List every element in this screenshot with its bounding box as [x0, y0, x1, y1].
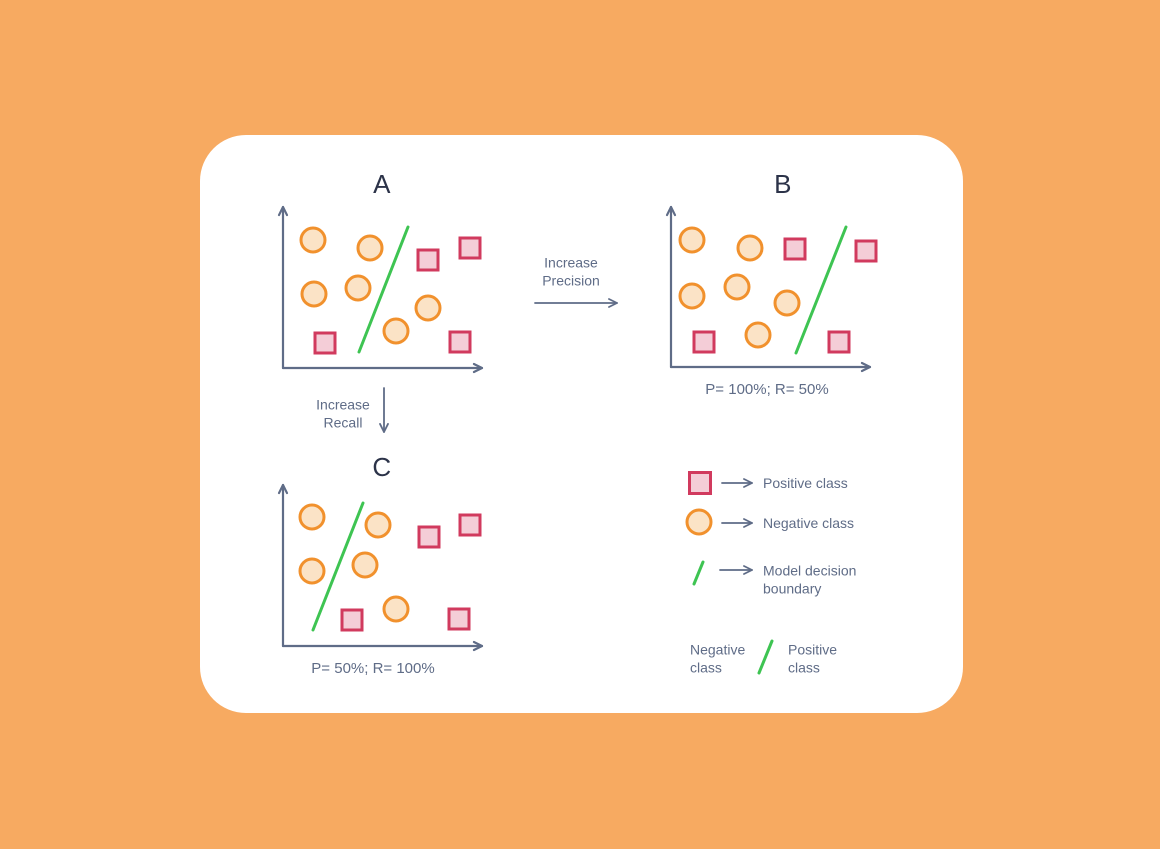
positive-class-point	[447, 607, 471, 631]
negative-class-point	[298, 557, 326, 585]
flow-arrows	[379, 298, 618, 433]
legend-arrow-2-head	[743, 565, 753, 575]
legend-positive-class-icon	[688, 471, 712, 495]
positive-class-point	[340, 608, 364, 632]
plot-b	[665, 205, 878, 373]
positive-class-point	[854, 239, 878, 263]
plot-a	[277, 205, 484, 374]
legend-arrow-1-head	[743, 518, 753, 528]
plot-c-title: C	[372, 451, 392, 482]
increase-precision-label: Increase Precision	[542, 254, 600, 289]
positive-class-point	[458, 236, 482, 260]
negative-class-point	[344, 274, 372, 302]
negative-class-point	[744, 321, 772, 349]
negative-class-point	[356, 234, 384, 262]
positive-class-point	[448, 330, 472, 354]
y-axis-head	[665, 205, 677, 217]
positive-class-point	[692, 330, 716, 354]
positive-class-point	[783, 237, 807, 261]
x-axis-head	[472, 362, 484, 374]
decision-boundary-line	[357, 225, 410, 354]
negative-class-point	[382, 317, 410, 345]
negative-class-point	[414, 294, 442, 322]
increase-precision-arrow-head	[608, 298, 618, 308]
legend-decision-boundary-label: Model decision boundary	[763, 562, 857, 597]
plot-b-title: B	[774, 168, 792, 199]
legend-negative-class-label: Negative class	[763, 514, 855, 531]
negative-class-point	[678, 282, 706, 310]
decision-boundary-line	[794, 225, 848, 355]
increase-recall-arrow-head	[379, 423, 389, 433]
legend-arrow-0-head	[743, 478, 753, 488]
x-axis-head	[860, 361, 872, 373]
negative-class-point	[298, 503, 326, 531]
legend-bottom-negative-label: Negative class	[690, 641, 746, 676]
plot-a-title: A	[373, 168, 391, 199]
legend-boundary-slash-icon	[692, 560, 705, 586]
y-axis-head	[277, 483, 289, 495]
legend-bottom-slash-icon	[757, 639, 774, 675]
negative-class-point	[299, 226, 327, 254]
x-axis-head	[472, 640, 484, 652]
plot-b-caption: P= 100%; R= 50%	[705, 381, 829, 399]
legend-bottom-positive-label: Positive class	[788, 641, 838, 676]
positive-class-point	[416, 248, 440, 272]
negative-class-point	[736, 234, 764, 262]
legend-glyphs	[685, 471, 774, 675]
negative-class-point	[382, 595, 410, 623]
negative-class-point	[351, 551, 379, 579]
positive-class-point	[417, 525, 441, 549]
negative-class-point	[723, 273, 751, 301]
legend-negative-class-icon	[685, 508, 713, 536]
negative-class-point	[773, 289, 801, 317]
positive-class-point	[458, 513, 482, 537]
legend-positive-class-label: Positive class	[763, 474, 848, 491]
positive-class-point	[313, 331, 337, 355]
decision-boundary-line	[311, 501, 365, 632]
negative-class-point	[364, 511, 392, 539]
negative-class-point	[300, 280, 328, 308]
plot-c-caption: P= 50%; R= 100%	[311, 660, 435, 678]
negative-class-point	[678, 226, 706, 254]
diagram-card	[200, 135, 963, 713]
plot-c	[277, 483, 484, 652]
y-axis-head	[277, 205, 289, 217]
increase-recall-label: Increase Recall	[316, 396, 370, 431]
positive-class-point	[827, 330, 851, 354]
